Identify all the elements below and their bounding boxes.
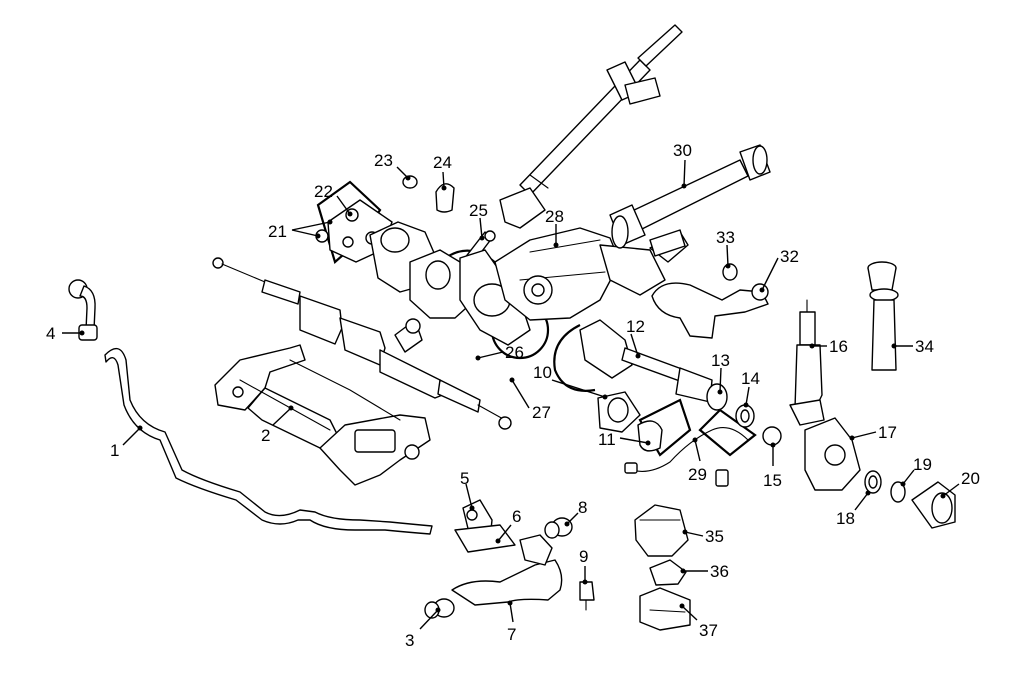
- callout-34: 34: [915, 337, 934, 356]
- callout-8: 8: [578, 498, 587, 517]
- propeller-shaft: [609, 144, 771, 257]
- callout-26: 26: [505, 343, 524, 362]
- steering-rack: [212, 257, 512, 430]
- callout-29: 29: [688, 465, 707, 484]
- callout-19: 19: [913, 455, 932, 474]
- callout-4: 4: [46, 324, 55, 343]
- callout-25: 25: [469, 201, 488, 220]
- callout-17: 17: [878, 423, 897, 442]
- sensor-wire: [624, 427, 749, 487]
- callout-12: 12: [626, 317, 645, 336]
- callout-14: 14: [741, 369, 760, 388]
- callout-33: 33: [716, 228, 735, 247]
- lower-control-arm: [424, 517, 595, 619]
- steering-shaft: [499, 24, 683, 229]
- callout-leaders: [62, 159, 960, 630]
- callout-6: 6: [512, 507, 521, 526]
- strut: [789, 299, 825, 426]
- callout-35: 35: [705, 527, 724, 546]
- callout-28: 28: [545, 207, 564, 226]
- subframe: [214, 344, 431, 486]
- callout-16: 16: [829, 337, 848, 356]
- callout-22: 22: [314, 182, 333, 201]
- callout-5: 5: [460, 469, 469, 488]
- stabilizer-link: [68, 279, 98, 341]
- callout-20: 20: [961, 469, 980, 488]
- callout-30: 30: [673, 141, 692, 160]
- callout-27: 27: [532, 403, 551, 422]
- callout-18: 18: [836, 509, 855, 528]
- callout-15: 15: [763, 471, 782, 490]
- wheel-hub-assembly: [762, 417, 956, 529]
- callout-23: 23: [374, 151, 393, 170]
- callout-11: 11: [598, 430, 616, 449]
- callout-9: 9: [579, 547, 588, 566]
- callout-10: 10: [533, 363, 552, 382]
- callout-7: 7: [507, 625, 516, 644]
- control-arm-bracket: [454, 499, 516, 553]
- callout-3: 3: [405, 631, 414, 650]
- callout-2: 2: [261, 426, 270, 445]
- callout-13: 13: [711, 351, 730, 370]
- callout-numbers: 1 2 3 4 5 6 7 8 9 10 11 12 13 14 15 16 1…: [46, 141, 980, 650]
- callout-36: 36: [710, 562, 729, 581]
- callout-1: 1: [110, 441, 119, 460]
- callout-32: 32: [780, 247, 799, 266]
- intermediate-shaft: [369, 221, 531, 346]
- drive-shaft: [579, 319, 755, 452]
- stabilizer-bar: [104, 347, 433, 535]
- bump-stop: [867, 261, 899, 371]
- callout-37: 37: [699, 621, 718, 640]
- callout-21: 21: [268, 222, 287, 241]
- mount-assembly: [634, 504, 691, 631]
- mount-bracket: [651, 263, 769, 339]
- callout-24: 24: [433, 153, 452, 172]
